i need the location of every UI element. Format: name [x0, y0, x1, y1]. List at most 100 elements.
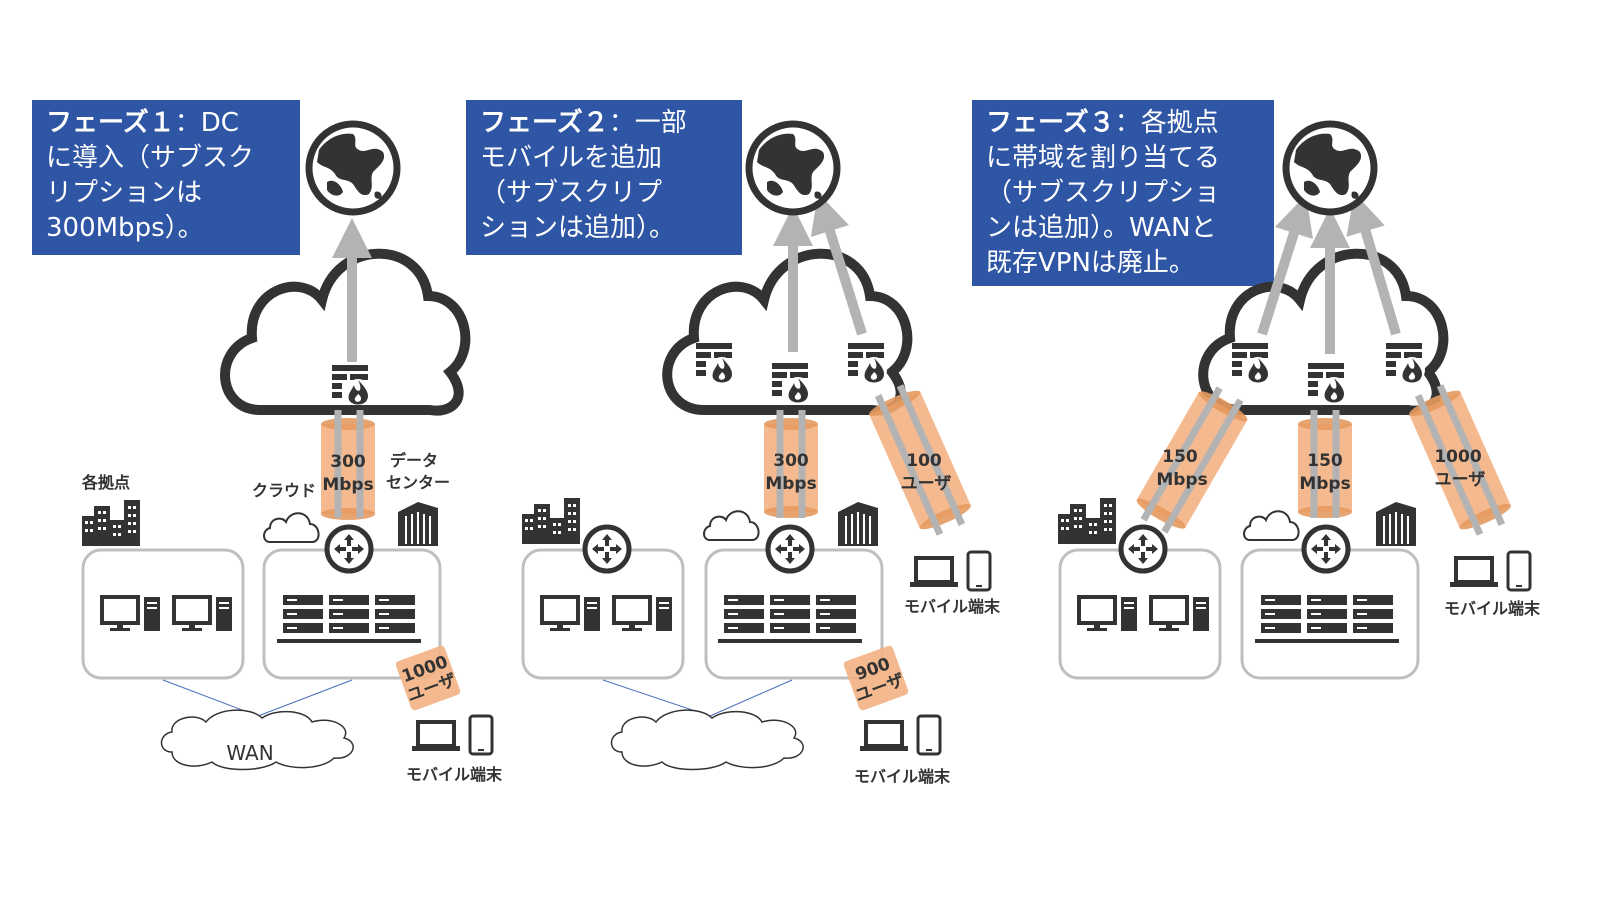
phase-2-wan-cloud [610, 709, 804, 771]
phase-2-mobile-label: モバイル端末 [854, 767, 951, 786]
phase-2-pipe-dc-value: 300 [773, 451, 809, 471]
phase-1-desc-1: ：DC [174, 108, 239, 138]
globe-icon [309, 124, 397, 212]
phase-3-pipe-site-unit: Mbps [1156, 470, 1207, 490]
phase-2-desc-4: ションは追加）。 [480, 213, 676, 243]
phase-3-pipe-mobile [1409, 384, 1511, 536]
phase-3-pipe-dc-unit: Mbps [1299, 474, 1350, 494]
phase-2-pipe-mobile-value: 100 [906, 451, 942, 471]
router-icon [768, 527, 812, 571]
phase-3-desc-4: ンは追加）。WANと [986, 213, 1217, 243]
phase-1-dc-box [262, 548, 442, 680]
phase-2-pipe-mobile [869, 384, 971, 536]
buildings-icon [1058, 498, 1116, 544]
pc-icon [100, 595, 162, 633]
phase-2-site-box [521, 548, 685, 680]
phase-1-desc-2: に導入（サブスク [46, 143, 255, 173]
phase-1-sites-label: 各拠点 [81, 473, 130, 492]
phase-3-dc-box [1240, 548, 1420, 680]
phase-2-desc-3: （サブスクリプ [480, 178, 663, 208]
mobile-device-icon [410, 714, 494, 756]
phase-3-desc-2: に帯域を割り当てる [986, 143, 1221, 173]
phase-3-pipe-mobile-value: 1000 [1434, 447, 1481, 467]
firewall-icon [848, 343, 887, 383]
phase-3-desc-1: ：各拠点 [1114, 108, 1219, 138]
datacenter-icon [837, 501, 879, 547]
phase-1-mobile-unit: ユーザ [405, 670, 459, 706]
pc-icon [612, 595, 674, 633]
phase-1-pipe-unit: Mbps [322, 475, 373, 495]
mobile-device-icon [858, 714, 942, 756]
phase-1-dc-label-2: センター [386, 473, 450, 492]
datacenter-icon [397, 501, 439, 547]
phase-2-mobile-label-right: モバイル端末 [904, 597, 1001, 616]
mobile-device-icon [908, 550, 992, 592]
buildings-icon [522, 498, 580, 544]
pc-icon [1149, 595, 1211, 633]
phase-3-box: フェーズ３：各拠点 に帯域を割り当てる （サブスクリプショ ンは追加）。WANと… [972, 100, 1274, 286]
phase-1-desc-3: リプションは [46, 178, 203, 208]
small-cloud-icon [703, 510, 760, 541]
server-icon [1255, 595, 1399, 643]
phase-3-pipe-dc-value: 150 [1307, 451, 1343, 471]
phase-3-pipe-dc [1298, 424, 1352, 512]
small-cloud-icon [1243, 510, 1300, 541]
phase-2-box: フェーズ２：一部 モバイルを追加 （サブスクリプ ションは追加）。 [466, 100, 742, 255]
globe-icon [749, 124, 837, 212]
pc-icon [172, 595, 234, 633]
phase-1-desc-4: 300Mbps）。 [46, 213, 204, 243]
phase-1-site-box [81, 548, 245, 680]
firewall-icon [1308, 363, 1347, 403]
phase-2-mobile-count: 900 [853, 654, 893, 685]
phase-2-pipe-dc [764, 424, 818, 512]
phase-2-desc-1: ：一部 [608, 108, 687, 138]
router-icon [585, 527, 629, 571]
wan-label: WAN [226, 741, 273, 765]
mobile-device-icon [1448, 550, 1532, 592]
phase-1-pipe-value: 300 [330, 452, 366, 472]
phase-2-pipe-dc-unit: Mbps [765, 474, 816, 494]
datacenter-icon [1375, 501, 1417, 547]
firewall-icon [1232, 343, 1271, 383]
phase-1-mobile-label: モバイル端末 [406, 765, 503, 784]
pc-icon [1077, 595, 1139, 633]
firewall-icon [332, 365, 371, 405]
phase-2-title: フェーズ２ [480, 108, 609, 138]
router-icon [1304, 527, 1348, 571]
phase-2-dc-box [704, 548, 884, 680]
pc-icon [540, 595, 602, 633]
phase-1-title: フェーズ１ [46, 108, 175, 138]
phase-3-title: フェーズ３ [986, 108, 1115, 138]
router-icon [327, 527, 371, 571]
firewall-icon [1386, 343, 1425, 383]
phase-2-cloud [662, 248, 913, 416]
server-icon [277, 595, 421, 643]
phase-3-desc-5: 既存VPNは廃止。 [986, 248, 1195, 278]
phase-3-desc-3: （サブスクリプショ [986, 178, 1221, 208]
phase-2-desc-2: モバイルを追加 [480, 143, 663, 173]
router-icon [1121, 527, 1165, 571]
phase-2-pipe-mobile-unit: ユーザ [901, 474, 952, 494]
phase-1-wan-cloud [160, 709, 354, 771]
phase-2-mobile-badge: 900 ユーザ [843, 645, 909, 711]
firewall-icon [772, 363, 811, 403]
phase-1-mobile-badge: 1000 ユーザ [395, 645, 461, 711]
phase-1-box: フェーズ１：DC に導入（サブスク リプションは 300Mbps）。 [32, 100, 300, 255]
phase-3-pipe-mobile-unit: ユーザ [1435, 470, 1486, 490]
phase-1-cloud-label: クラウド [252, 481, 316, 500]
phase-1-mobile-count: 1000 [399, 652, 450, 687]
phase-2-mobile-unit: ユーザ [853, 670, 907, 706]
phase-3-pipe-site [1136, 386, 1248, 534]
buildings-icon [82, 500, 140, 546]
phase-1-cloud [220, 248, 471, 416]
phase-3-site-box [1058, 548, 1222, 680]
phase-1-dc-label-1: データ [390, 451, 438, 470]
globe-icon [1286, 124, 1374, 212]
firewall-icon [696, 343, 735, 383]
phase-3-pipe-site-value: 150 [1162, 447, 1198, 467]
phase-3-mobile-label-right: モバイル端末 [1444, 599, 1541, 618]
small-cloud-icon [263, 512, 320, 543]
server-icon [718, 595, 862, 643]
phase-1-pipe-dc [321, 424, 375, 514]
